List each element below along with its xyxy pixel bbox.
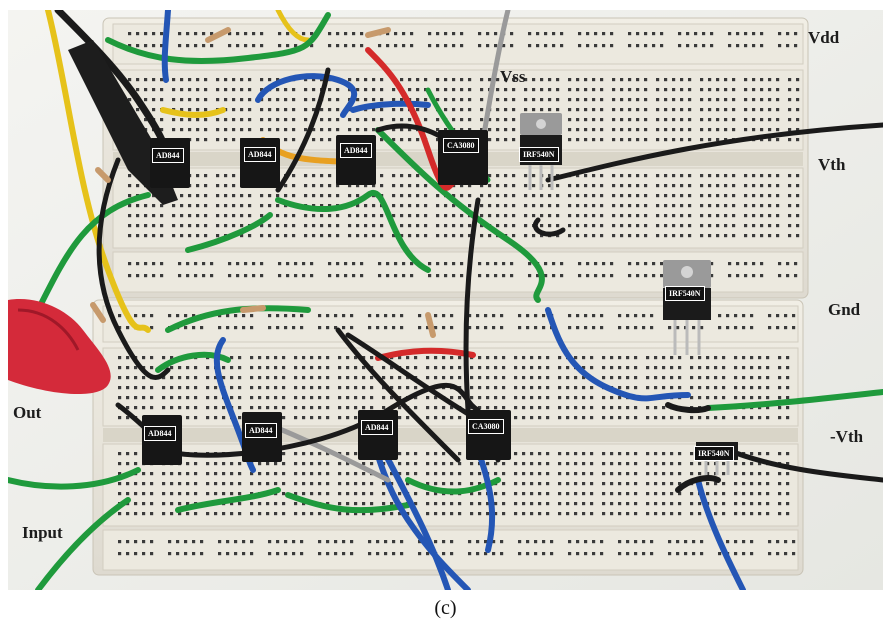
red-probe-clip [8, 299, 111, 395]
lower-breadboard [92, 299, 804, 576]
label-input: Input [22, 523, 63, 542]
figure-caption: (c) [434, 597, 457, 619]
chip-label-irf540n-2: IRF540N [665, 286, 705, 301]
label-vss: Vss [500, 67, 526, 86]
chip-label-ad844-6: AD844 [361, 420, 393, 435]
label-out: Out [13, 403, 42, 422]
chip-label-ad844-2: AD844 [244, 147, 276, 162]
chip-label-ad844-1: AD844 [152, 148, 184, 163]
breadboard-circuit-image [5, 6, 886, 593]
chip-label-ad844-3: AD844 [340, 143, 372, 158]
label-vth: Vth [818, 155, 846, 174]
chip-label-ca3080-2: CA3080 [468, 419, 504, 434]
chip-label-ca3080-1: CA3080 [443, 138, 479, 153]
chip-label-ad844-4: AD844 [144, 426, 176, 441]
label-neg-vth: -Vth [830, 427, 864, 446]
chip-label-ad844-5: AD844 [245, 423, 277, 438]
chip-label-irf540n-1: IRF540N [519, 147, 559, 162]
chip-label-irf540n-3: IRF540N [694, 446, 734, 461]
label-gnd: Gnd [828, 300, 861, 319]
label-vdd: Vdd [808, 28, 840, 47]
breadboard-photo: Vdd Vss Vth Gnd -Vth Out Input AD844 AD8… [5, 6, 886, 593]
